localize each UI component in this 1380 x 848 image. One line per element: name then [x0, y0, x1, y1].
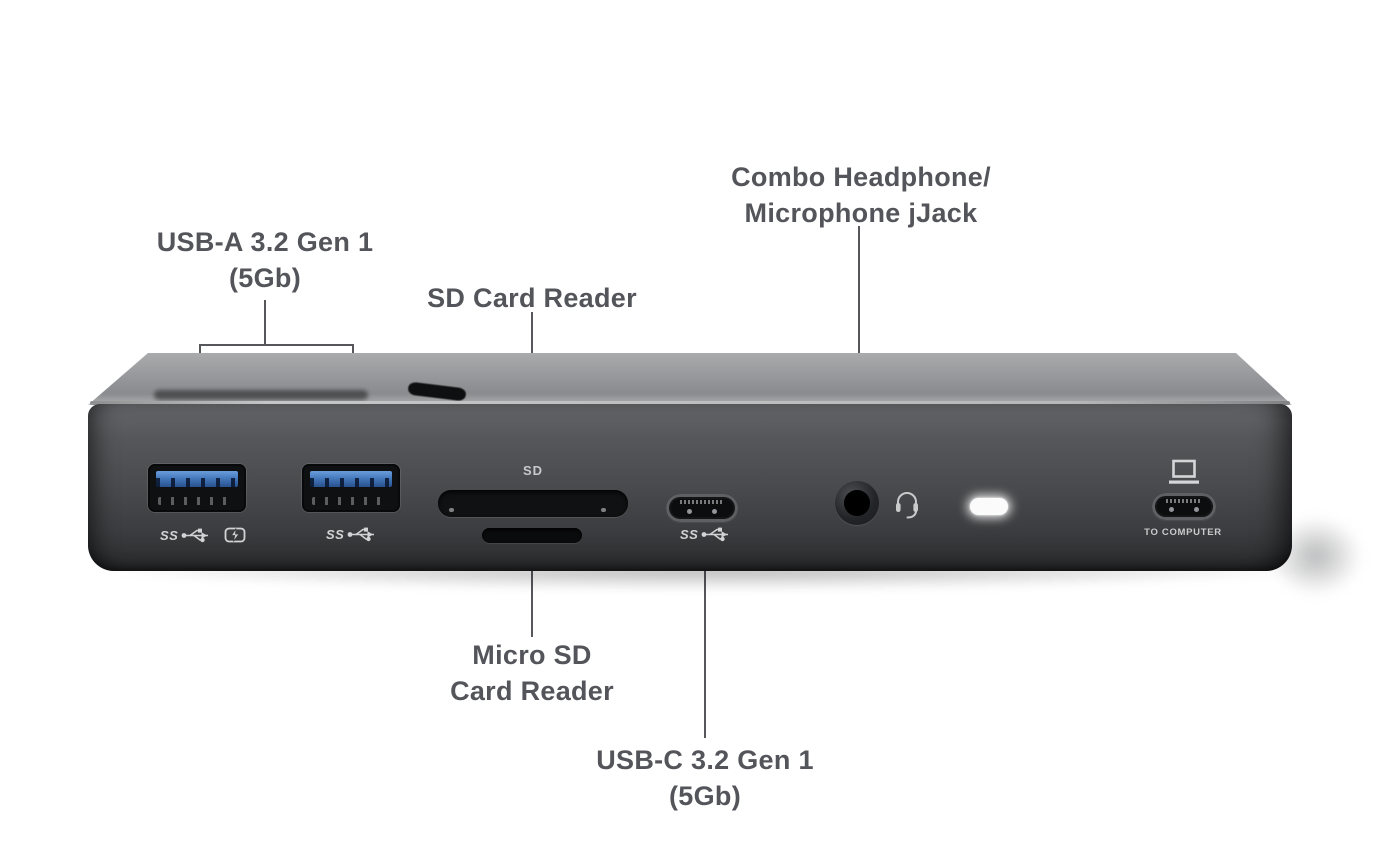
usb-ss-marking: SS	[160, 528, 215, 543]
to-computer-marking: TO COMPUTER	[1144, 527, 1222, 538]
usb-a-callout-label: USB-A 3.2 Gen 1 (5Gb)	[157, 224, 374, 296]
audio-jack-port	[835, 481, 879, 525]
usb-a-port-1-pins	[158, 497, 236, 505]
usb-c-port-dot	[1194, 507, 1199, 512]
usb-a-callout-stem	[264, 300, 266, 344]
sd-slot-glint	[601, 508, 606, 512]
usb-a-port-1-tongue	[156, 471, 238, 487]
micro-sd-callout-line2: Card Reader	[450, 676, 614, 706]
usb-trident-icon	[181, 528, 209, 542]
brand-logo-embossed	[154, 390, 368, 400]
usb-trident-icon	[701, 527, 729, 542]
usb-c-port-pins	[680, 500, 724, 504]
docking-station: SS SS	[88, 353, 1292, 571]
usb-ss-marking: SS	[680, 527, 735, 542]
usb-a-port-2-tongue	[310, 471, 392, 487]
laptop-icon	[1169, 459, 1199, 484]
sd-card-slot	[438, 490, 628, 517]
front-edge-highlight	[90, 401, 1290, 405]
micro-sd-callout-line	[531, 571, 533, 637]
sd-callout-line1: SD Card Reader	[427, 283, 637, 313]
usb-c-port-markings: SS	[680, 527, 735, 542]
audio-jack-hole	[844, 490, 870, 516]
usb-trident-icon	[347, 527, 375, 542]
usb-c-port-dot	[687, 509, 692, 514]
sd-callout-label: SD Card Reader	[427, 280, 637, 316]
usb-a-callout-line2: (5Gb)	[229, 263, 301, 293]
battery-charging-icon	[224, 527, 246, 543]
combo-audio-callout-line2: Microphone jJack	[744, 198, 978, 228]
usb-a-port-1-markings: SS	[160, 527, 247, 543]
usb-c-port-pins	[1166, 499, 1202, 503]
usb-a-port-2-teeth	[310, 478, 392, 487]
usb-a-port-1	[148, 464, 246, 512]
combo-audio-callout-line1: Combo Headphone/	[731, 162, 991, 192]
usb-c-port-dot	[712, 509, 717, 514]
usb-ss-marking: SS	[326, 527, 381, 542]
usb-c-port	[666, 494, 738, 522]
usb-c-callout-line1: USB-C 3.2 Gen 1	[596, 745, 814, 775]
usb-a-port-2	[302, 464, 400, 512]
usb-a-port-2-markings: SS	[326, 527, 381, 542]
usb-a-port-2-pins	[312, 497, 390, 505]
sd-slot-marking: SD	[522, 463, 544, 478]
micro-sd-callout-line1: Micro SD	[472, 640, 592, 670]
headset-icon	[896, 492, 918, 519]
usb-a-callout-line1: USB-A 3.2 Gen 1	[156, 227, 374, 257]
device-shadow	[100, 567, 1315, 591]
micro-sd-card-slot	[482, 528, 582, 543]
sd-slot-glint	[449, 508, 454, 512]
power-led-indicator	[970, 498, 1008, 515]
usb-c-callout-label: USB-C 3.2 Gen 1 (5Gb)	[596, 742, 814, 814]
device-front-face	[88, 404, 1292, 571]
ss-text: SS	[680, 527, 699, 542]
usb-c-to-computer-port	[1152, 493, 1216, 520]
ss-text: SS	[326, 527, 345, 542]
combo-audio-callout-label: Combo Headphone/ Microphone jJack	[731, 159, 991, 231]
ss-text: SS	[160, 527, 179, 543]
usb-c-port-dot	[1169, 507, 1174, 512]
micro-sd-callout-label: Micro SD Card Reader	[450, 637, 614, 709]
usb-a-port-1-teeth	[156, 478, 238, 487]
usb-c-callout-line2: (5Gb)	[669, 781, 741, 811]
usb-c-callout-line	[704, 567, 706, 738]
combo-audio-callout-line	[858, 226, 860, 445]
